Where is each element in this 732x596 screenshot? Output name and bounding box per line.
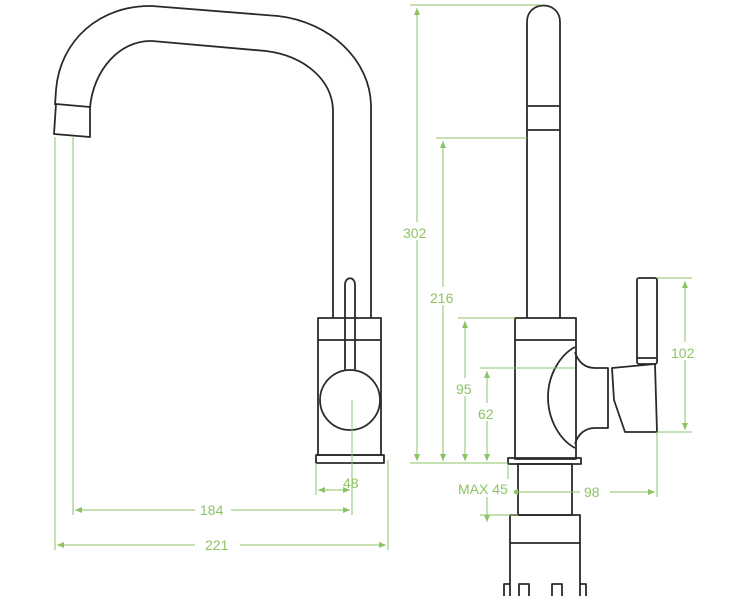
shank: [517, 463, 573, 516]
dim-max-45: MAX 45: [458, 481, 508, 497]
body: [317, 317, 382, 456]
dim-221: 221: [205, 537, 229, 553]
dim-184: 184: [200, 502, 224, 518]
front-view-dimensions: 221 184 48: [54, 137, 389, 553]
dim-62: 62: [478, 406, 494, 422]
dim-302: 302: [403, 225, 427, 241]
front-view-faucet: [53, 5, 385, 464]
handle-cap: [319, 369, 381, 431]
dim-95: 95: [456, 381, 472, 397]
side-body: [514, 317, 577, 460]
dim-216: 216: [430, 290, 454, 306]
spout-outer: [54, 5, 372, 318]
spout-inner: [89, 40, 334, 318]
nut: [509, 514, 581, 544]
dim-98: 98: [584, 484, 600, 500]
spout-tube: [526, 4, 561, 318]
lever-housing: [611, 363, 658, 433]
spout-aerator: [53, 103, 91, 138]
side-view-faucet: [503, 4, 658, 596]
side-view-dimensions: 302 216 95 62 102 98 MAX 45: [402, 4, 702, 522]
nut-teeth: [503, 583, 587, 596]
dim-102: 102: [671, 345, 695, 361]
dim-48: 48: [343, 475, 359, 491]
side-lever: [636, 277, 658, 365]
base-plate: [315, 454, 385, 464]
handle-lever: [344, 277, 356, 370]
cartridge-housing: [547, 346, 576, 449]
